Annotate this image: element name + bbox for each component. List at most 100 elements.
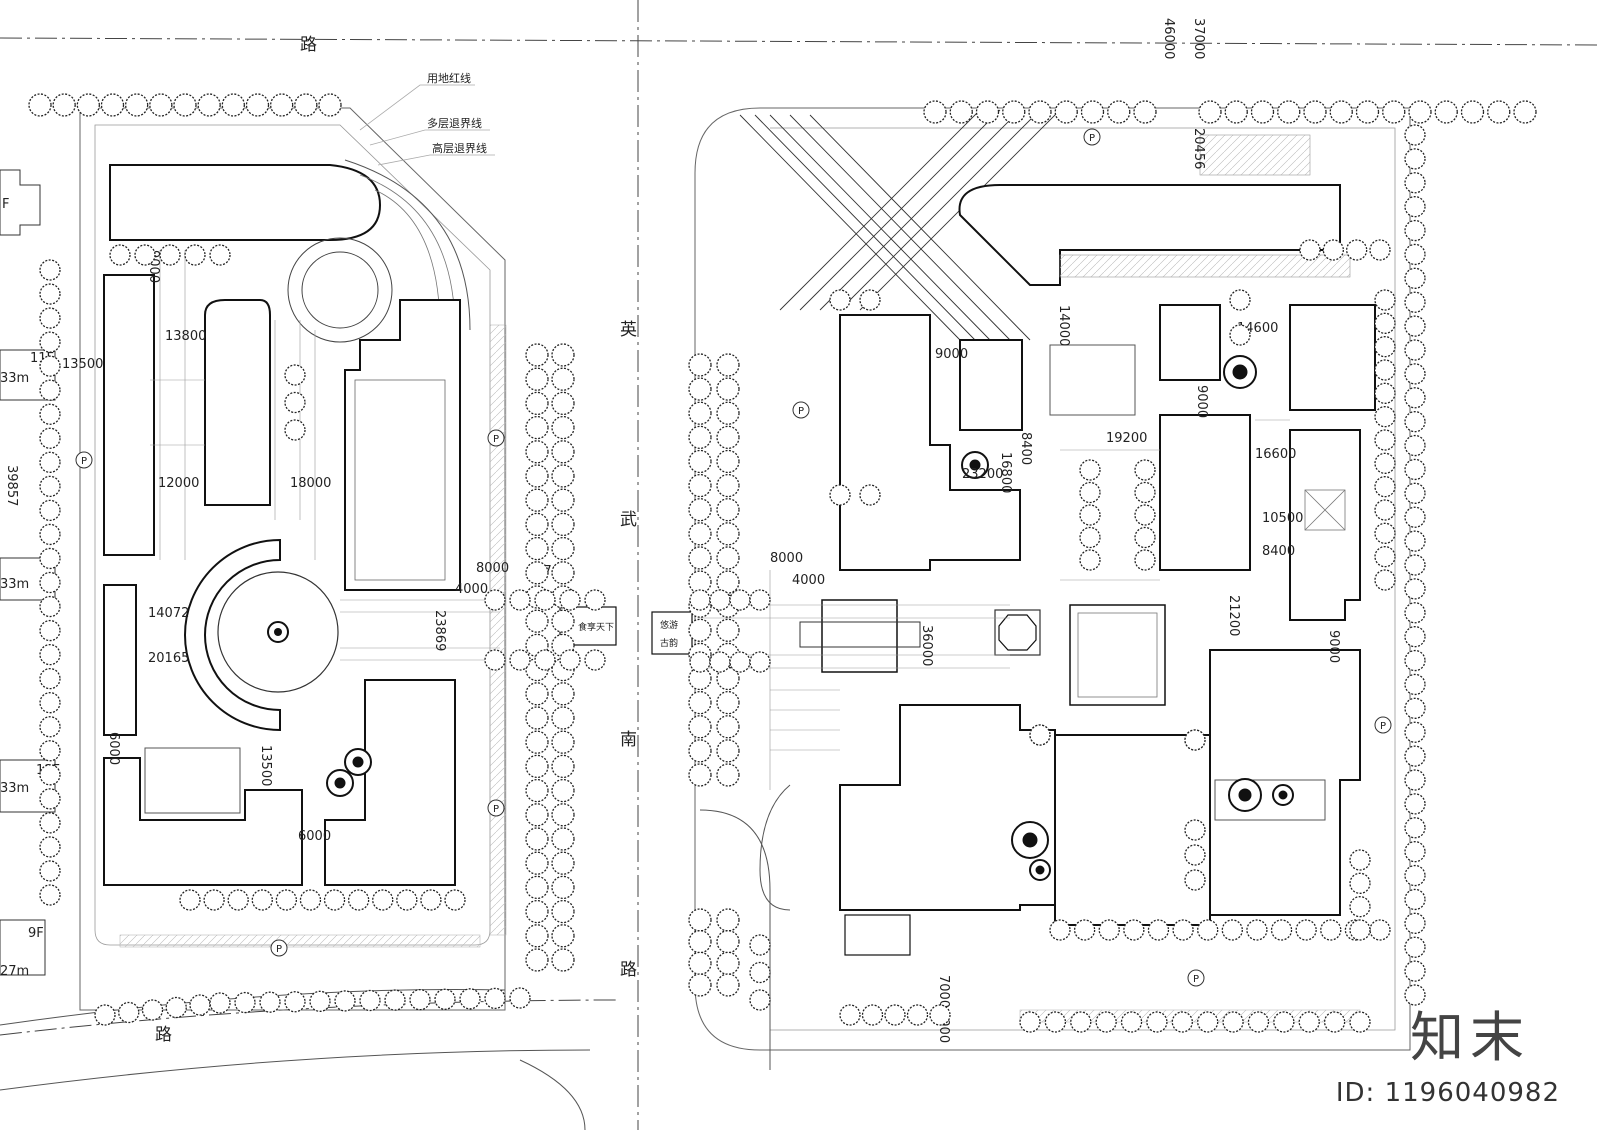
- tree: [551, 391, 575, 416]
- parking-strip-right-top2: [1199, 134, 1311, 176]
- entrance-water-plaza-inner: [301, 251, 379, 329]
- tree: [1329, 100, 1353, 124]
- tree: [525, 754, 549, 779]
- tree: [1184, 819, 1206, 841]
- tree: [688, 449, 712, 474]
- tree: [716, 618, 740, 642]
- tree: [1404, 411, 1426, 433]
- tree: [484, 987, 506, 1010]
- tree: [420, 889, 442, 911]
- tree: [1079, 459, 1101, 481]
- tree: [197, 93, 221, 117]
- tree: [227, 889, 249, 911]
- tree: [434, 988, 456, 1010]
- tree: [729, 651, 751, 673]
- entrance-water-plaza: [287, 237, 393, 343]
- tree: [299, 889, 322, 911]
- tree: [1374, 476, 1396, 498]
- tree: [1028, 100, 1052, 124]
- tree: [1404, 936, 1426, 958]
- tree: [525, 391, 549, 416]
- tree: [551, 415, 575, 440]
- tree: [39, 331, 61, 353]
- road-label-top-left: 路: [300, 35, 317, 55]
- tree: [861, 1004, 884, 1026]
- svg-text:P: P: [798, 406, 804, 417]
- tree: [159, 244, 181, 266]
- dim-right-14000: 14000: [1056, 305, 1071, 346]
- tree: [1374, 406, 1396, 428]
- tree: [221, 93, 245, 117]
- dim-right-20456: 20456: [1191, 128, 1206, 169]
- tree: [688, 715, 712, 739]
- tree: [1404, 960, 1426, 982]
- tree: [525, 827, 549, 851]
- tree: [1134, 549, 1156, 571]
- neighbor-label-f-top: F: [2, 197, 9, 212]
- left-pavement-grid: [150, 250, 500, 661]
- tree: [39, 307, 61, 329]
- tree: [716, 739, 740, 763]
- tree: [1073, 919, 1096, 941]
- tree: [1134, 459, 1156, 481]
- tree: [688, 618, 712, 642]
- tree: [716, 401, 740, 425]
- tree: [1322, 239, 1344, 261]
- tree: [39, 643, 61, 666]
- tree: [284, 991, 306, 1013]
- dim-right-16800: 16800: [998, 452, 1013, 493]
- tree: [551, 609, 575, 633]
- tree: [551, 440, 575, 464]
- tree: [1404, 864, 1426, 887]
- tree: [173, 93, 197, 117]
- dim-left-39857: 39857: [4, 465, 19, 506]
- building-left-d: [103, 584, 137, 736]
- tree: [1404, 291, 1426, 313]
- tree: [1404, 458, 1426, 481]
- dim-left-13500: 13500: [62, 357, 103, 372]
- tree: [39, 499, 61, 522]
- tree: [1079, 526, 1101, 549]
- tree: [1070, 1011, 1092, 1033]
- tree: [1404, 793, 1426, 815]
- tree: [1349, 1011, 1371, 1033]
- diagonal-paving: [739, 109, 1061, 341]
- tree: [839, 1004, 861, 1026]
- tree: [459, 988, 481, 1010]
- tree: [1434, 100, 1458, 124]
- tree: [1222, 1011, 1244, 1033]
- tree: [1019, 1011, 1041, 1033]
- parking-strip-right-top: [1059, 254, 1351, 278]
- tree: [1134, 526, 1156, 549]
- tree: [525, 682, 549, 706]
- dim-right-37000: 37000: [1191, 18, 1206, 59]
- building-left-a: [103, 274, 155, 556]
- gate-right-label-1: 悠游: [660, 619, 678, 631]
- tree: [234, 991, 256, 1014]
- road-label-lu: 路: [620, 960, 637, 980]
- tree: [284, 364, 306, 386]
- tree: [749, 651, 771, 673]
- tree: [525, 948, 549, 972]
- dim-right-7000: 7000: [936, 975, 951, 1008]
- tree: [409, 989, 431, 1011]
- tree: [551, 464, 575, 488]
- tree: [1460, 100, 1485, 124]
- tree: [1002, 100, 1026, 124]
- parking-strip-left: [489, 324, 507, 936]
- tree: [1146, 1011, 1168, 1033]
- tree: [52, 93, 76, 117]
- tree: [1295, 919, 1317, 941]
- neighbor-label-9f: 9F: [28, 926, 44, 941]
- tree: [688, 973, 712, 997]
- building-left-e: [103, 757, 303, 886]
- svg-text:P: P: [1089, 133, 1095, 144]
- tree: [39, 283, 61, 305]
- tree: [716, 449, 740, 474]
- road-label-ying: 英: [620, 320, 637, 340]
- tree: [688, 908, 712, 932]
- entrance-ramp-right: [844, 914, 911, 956]
- tree-layer: [28, 93, 1537, 1033]
- tree: [1404, 745, 1426, 767]
- tree: [1184, 869, 1206, 891]
